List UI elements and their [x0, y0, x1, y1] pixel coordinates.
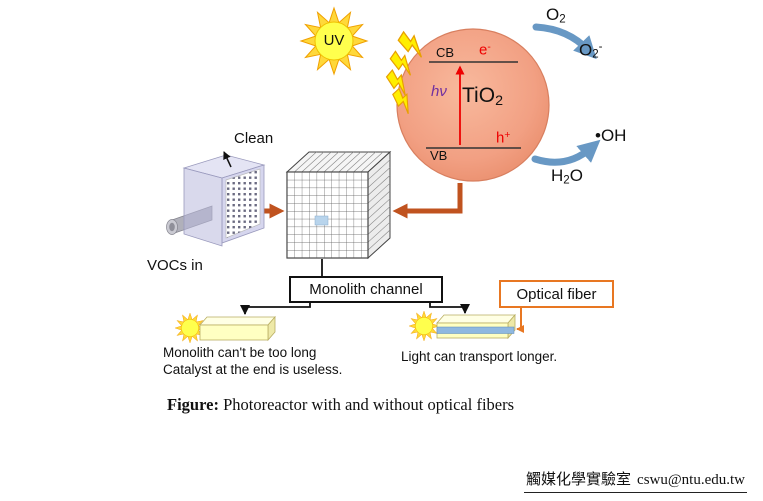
tio2-particle	[396, 28, 550, 182]
email-link[interactable]: cswu@ntu.edu.tw	[637, 472, 745, 488]
water-label: H2O	[551, 166, 583, 187]
figure-caption: Figure: Photoreactor with and without op…	[167, 395, 515, 414]
o2-reduction-arrow	[532, 23, 597, 60]
sun-icon-right	[408, 310, 440, 342]
right-note: Light can transport longer.	[401, 349, 558, 364]
o2-label: O2	[546, 5, 566, 26]
left-note-line2: Catalyst at the end is useless.	[163, 362, 343, 377]
clean-label: Clean	[234, 130, 274, 147]
monolith-channel-label-box: Monolith channel	[289, 276, 443, 303]
photoreactor-illustration	[166, 154, 266, 247]
superoxide-label: O2-	[579, 40, 603, 61]
left-note-line1: Monolith can't be too long	[163, 345, 317, 360]
photon-hv-label: hν	[431, 83, 447, 100]
monolith-channel-label: Monolith channel	[309, 281, 423, 298]
valence-band-label: VB	[430, 148, 448, 163]
electron-label: e-	[479, 41, 491, 59]
lab-name: 觸媒化學實驗室	[526, 472, 632, 488]
figure-caption-label: Figure:	[167, 395, 219, 414]
monolith-cube	[285, 150, 392, 260]
hydroxyl-radical-label: •OH	[595, 126, 627, 145]
optical-fiber-label: Optical fiber	[516, 285, 597, 303]
tio2-label: TiO2	[462, 84, 503, 109]
clean-out-arrow	[223, 151, 232, 168]
figure-caption-text: Photoreactor with and without optical fi…	[218, 395, 515, 414]
fiber-tip-marker	[314, 215, 329, 226]
particle-to-monolith-arrow	[392, 183, 463, 219]
h2o-oxidation-arrow	[531, 139, 601, 166]
uv-label: UV	[323, 32, 345, 49]
connector-lines	[240, 259, 470, 315]
optical-fiber-callout-line	[516, 306, 524, 333]
conduction-band-label: CB	[436, 45, 455, 60]
footer: 觸媒化學實驗室 cswu@ntu.edu.tw	[524, 468, 747, 493]
optical-fiber-strand	[436, 326, 515, 334]
optical-fiber-label-box: Optical fiber	[499, 280, 614, 308]
hole-label: h+	[496, 129, 511, 147]
vocs-in-label: VOCs in	[147, 257, 203, 274]
monolith-bar-with-fiber	[436, 313, 516, 340]
monolith-bar-plain	[199, 315, 276, 342]
